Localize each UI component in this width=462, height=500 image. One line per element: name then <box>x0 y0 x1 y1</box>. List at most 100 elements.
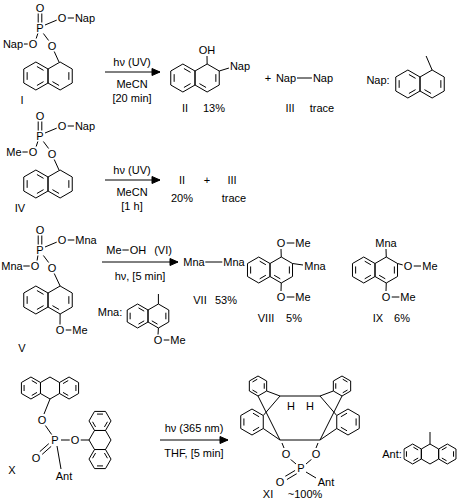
structure-label: II <box>178 175 186 186</box>
structure-label: trace <box>309 103 335 114</box>
bond-line <box>27 72 28 80</box>
structure-label: Ant: <box>381 449 403 460</box>
bond-line <box>139 308 145 311</box>
structure-label: O <box>281 449 292 460</box>
structure-label: III <box>226 175 237 186</box>
bond-line <box>42 446 51 454</box>
ring <box>24 62 48 90</box>
structure-label: Mna <box>182 257 205 268</box>
bond-line <box>38 13 39 23</box>
ring <box>439 444 456 464</box>
bond-line <box>54 51 59 62</box>
bond-line <box>379 275 385 279</box>
structure-label: O <box>55 325 66 336</box>
bond-line <box>394 266 395 273</box>
bond-line <box>38 235 39 245</box>
structure-label: Me <box>294 292 311 303</box>
bond-line <box>32 392 37 395</box>
bond-line <box>104 453 107 458</box>
structure-label: [20 min] <box>111 93 152 104</box>
bond-line <box>174 74 175 82</box>
bond-line <box>341 427 347 431</box>
bond-line <box>386 249 387 257</box>
structure-label: MeCN <box>115 187 148 198</box>
bond-line <box>253 390 258 393</box>
bond-line <box>413 447 418 450</box>
ring <box>48 62 72 90</box>
structure-label: Nap <box>229 61 251 72</box>
bond-line <box>24 385 25 391</box>
structure-label: VIII <box>257 313 276 324</box>
structure-label: O <box>70 435 81 446</box>
bond-line <box>184 84 191 88</box>
bond-line <box>440 80 441 88</box>
bond-line <box>63 392 68 395</box>
structure-label: O <box>31 453 42 464</box>
structure-label: O <box>311 449 322 460</box>
structure-label: Mna: <box>97 307 123 318</box>
ring <box>24 170 48 198</box>
arrow-head <box>170 259 178 266</box>
structure-label: II <box>181 103 189 114</box>
bond-line <box>215 74 216 82</box>
bond-line <box>93 453 96 458</box>
structure-label: O <box>35 3 46 14</box>
structure-label: Nap <box>275 73 297 84</box>
bond-line <box>280 440 320 441</box>
bond-line <box>102 262 178 263</box>
bond-line <box>27 180 28 188</box>
structure-label: hν (UV) <box>112 57 151 68</box>
structure-label: Me <box>169 335 186 346</box>
bond-line <box>54 273 60 286</box>
bond-line <box>93 422 96 427</box>
bond-line <box>289 266 290 273</box>
bond-line <box>320 396 342 440</box>
bond-line <box>274 275 280 279</box>
bond-line <box>205 262 223 263</box>
bond-line <box>306 472 316 478</box>
structure-label: IX <box>372 313 384 324</box>
bond-line <box>52 190 59 194</box>
bond-line <box>442 458 447 461</box>
ring <box>48 170 72 198</box>
ring <box>195 64 219 92</box>
structure-bonds <box>21 13 456 480</box>
ring <box>89 430 111 449</box>
bond-line <box>413 266 421 267</box>
structure-label: H <box>305 401 315 412</box>
structure-label: P <box>50 435 59 446</box>
bond-line <box>365 275 371 279</box>
ring <box>60 377 79 399</box>
structure-label: Nap <box>74 13 96 24</box>
bond-line <box>68 296 69 304</box>
bond-line <box>282 443 284 448</box>
ring <box>337 409 360 435</box>
arrow-head <box>220 437 228 444</box>
bond-line <box>442 447 447 450</box>
bond-line <box>320 391 333 396</box>
bond-line <box>97 465 103 466</box>
bond-line <box>27 296 28 304</box>
structure-label: 6% <box>393 313 411 324</box>
structure-label: MeCN <box>115 79 148 90</box>
bond-line <box>260 261 266 265</box>
ring <box>40 377 59 399</box>
structure-label: O <box>28 147 39 158</box>
bond-line <box>68 72 69 80</box>
ring <box>404 444 421 464</box>
structure-label: O <box>275 477 286 488</box>
structure-label: Me <box>105 245 122 256</box>
ring <box>48 286 72 314</box>
structure-label: O <box>37 415 48 426</box>
structure-label: O <box>276 238 287 249</box>
bond-line <box>57 446 61 469</box>
bond-line <box>41 235 42 245</box>
bond-line <box>54 159 59 170</box>
bond-line <box>253 427 259 431</box>
structure-label: hν (365 nm) <box>164 423 225 434</box>
structure-label: III <box>284 103 295 114</box>
bond-line <box>316 443 318 448</box>
bond-line <box>139 321 145 324</box>
bond-line <box>68 180 69 188</box>
structure-label: VII <box>192 295 207 306</box>
